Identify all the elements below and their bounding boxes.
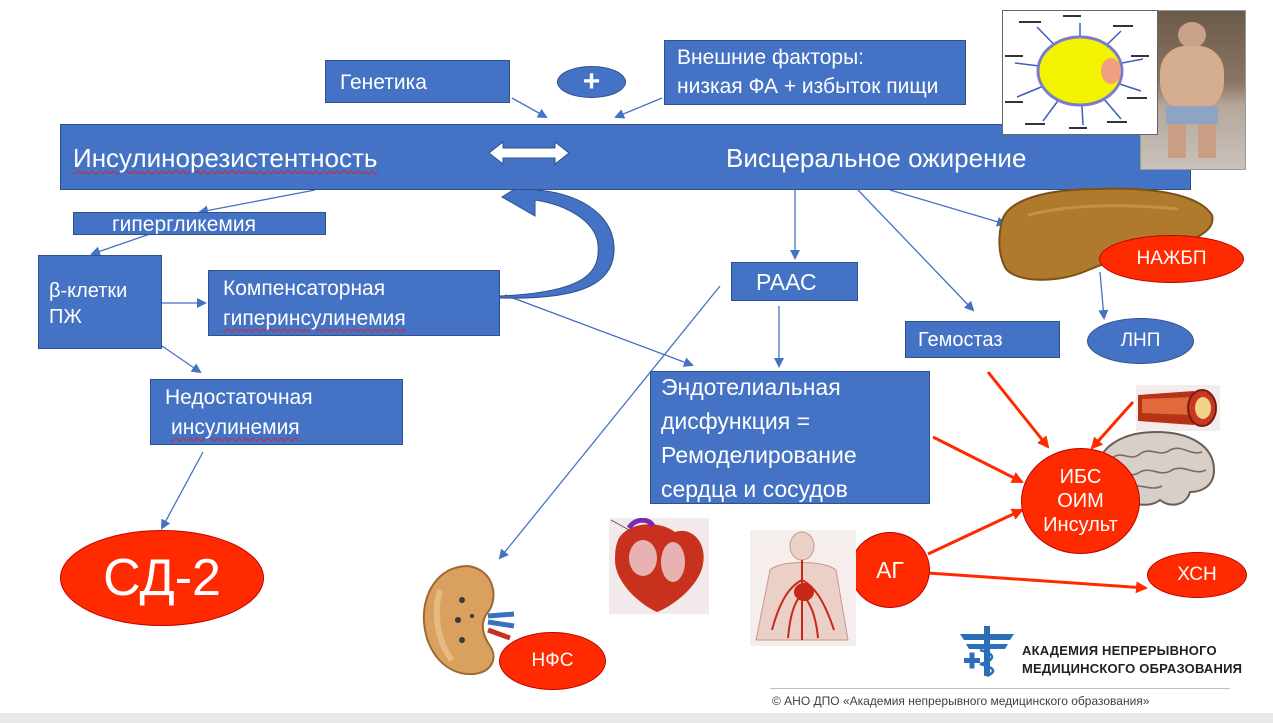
insufficient-line1: Недостаточная — [165, 386, 313, 409]
ag-oval: АГ — [850, 532, 930, 608]
arrow-external-down — [614, 97, 663, 119]
arrow-hemostasis-to-ibs — [986, 371, 1050, 449]
endothelial-line1: Эндотелиальная — [661, 374, 841, 400]
body-figure — [1158, 20, 1226, 160]
footer-copyright: © АНО ДПО «Академия непрерывного медицин… — [772, 694, 1150, 708]
arrow-ag-to-ibs — [927, 508, 1024, 556]
liver-image — [998, 187, 1214, 281]
adipocyte-diagram — [1002, 10, 1158, 135]
nazhbp-oval: НАЖБП — [1099, 235, 1244, 283]
arrow-endo-to-ibs — [932, 435, 1024, 484]
external-factors-line1: Внешние факторы: — [677, 46, 865, 69]
insufficient-box: Недостаточная инсулинемия — [150, 379, 403, 445]
ibs-line2: ОИМ — [1057, 490, 1104, 512]
genetics-label: Генетика — [340, 71, 427, 94]
adipocyte-icon — [1005, 15, 1149, 129]
insulin-resistance-label: Инсулинорезистентность — [73, 143, 378, 173]
beta-cells-line1: β-клетки — [49, 280, 128, 302]
hemostasis-box: Гемостаз — [905, 321, 1060, 358]
arrow-ir-to-hyperglycemia — [198, 189, 316, 216]
arrow-comp-to-endo — [504, 294, 694, 367]
double-arrow-icon — [488, 141, 570, 165]
arrow-to-nfs — [498, 285, 721, 560]
endothelial-box: Эндотелиальная дисфункция = Ремоделирова… — [650, 371, 930, 504]
academy-logo-line1: АКАДЕМИЯ НЕПРЕРЫВНОГО — [1022, 643, 1217, 658]
artery-plaque-image — [1136, 385, 1220, 431]
ibs-oval: ИБС ОИМ Инсульт — [1021, 448, 1140, 554]
hyperglycemia-label: гипергликемия — [112, 213, 256, 235]
footer-divider — [770, 688, 1230, 689]
endothelial-line2: дисфункция = — [661, 408, 810, 434]
nazhbp-label: НАЖБП — [1136, 248, 1207, 269]
endothelial-line3: Ремоделирование — [661, 442, 857, 468]
feedback-curved-arrow — [499, 175, 615, 299]
hyperglycemia-box: гипергликемия — [73, 212, 326, 235]
plus-oval: + — [557, 66, 626, 98]
insufficient-line2: инсулинемия — [171, 416, 300, 439]
kidney-image — [422, 564, 515, 676]
hemostasis-label: Гемостаз — [918, 329, 1003, 351]
lnp-oval: ЛНП — [1087, 318, 1194, 364]
external-factors-line2: низкая ФА + избыток пищи — [677, 75, 939, 98]
arrow-beta-to-insuf — [161, 345, 202, 374]
beta-cells-line2: ПЖ — [49, 306, 82, 328]
external-factors-box: Внешние факторы: низкая ФА + избыток пищ… — [664, 40, 966, 105]
arrow-lnp-to-ibs — [1090, 401, 1135, 450]
nfs-label: НФС — [531, 650, 574, 671]
compensatory-line1: Компенсаторная — [223, 277, 386, 300]
hsn-label: ХСН — [1177, 564, 1217, 585]
sd2-oval: СД-2 — [60, 530, 264, 626]
genetics-box: Генетика — [325, 60, 510, 103]
compensatory-line2: гиперинсулинемия — [223, 307, 406, 330]
ibs-line1: ИБС — [1059, 466, 1102, 488]
endothelial-line4: сердца и сосудов — [661, 476, 848, 502]
hsn-oval: ХСН — [1147, 552, 1247, 598]
arrow-visceral-to-hemostasis — [857, 189, 975, 312]
circulatory-system-image — [750, 530, 856, 646]
arrow-liver-to-lnp — [1098, 271, 1109, 320]
raas-label: РААС — [756, 269, 817, 295]
bottom-strip — [0, 713, 1273, 723]
academy-logo-line2: МЕДИЦИНСКОГО ОБРАЗОВАНИЯ — [1022, 661, 1243, 676]
sd2-label: СД-2 — [103, 549, 221, 607]
plus-sign: + — [582, 65, 601, 98]
compensatory-box: Компенсаторная гиперинсулинемия — [208, 270, 500, 336]
arrow-insuf-to-sd2 — [161, 451, 204, 530]
arrow-ag-to-hsn — [927, 571, 1148, 594]
ibs-line3: Инсульт — [1043, 514, 1118, 536]
arrow-hyperglycemia-to-beta — [90, 233, 151, 257]
ag-label: АГ — [876, 556, 904, 583]
nfs-oval: НФС — [499, 632, 606, 690]
beta-cells-box: β-клетки ПЖ — [38, 255, 162, 349]
raas-box: РААС — [731, 262, 858, 301]
arrow-genetics-down — [511, 97, 548, 118]
academy-logo-icon — [960, 626, 1014, 678]
heart-section-image — [609, 518, 709, 614]
lnp-label: ЛНП — [1120, 330, 1161, 351]
arrow-visceral-to-liver — [889, 189, 1007, 227]
main-bar: Инсулинорезистентность Висцеральное ожир… — [60, 124, 1191, 190]
visceral-obesity-label: Висцеральное ожирение — [726, 143, 1027, 173]
